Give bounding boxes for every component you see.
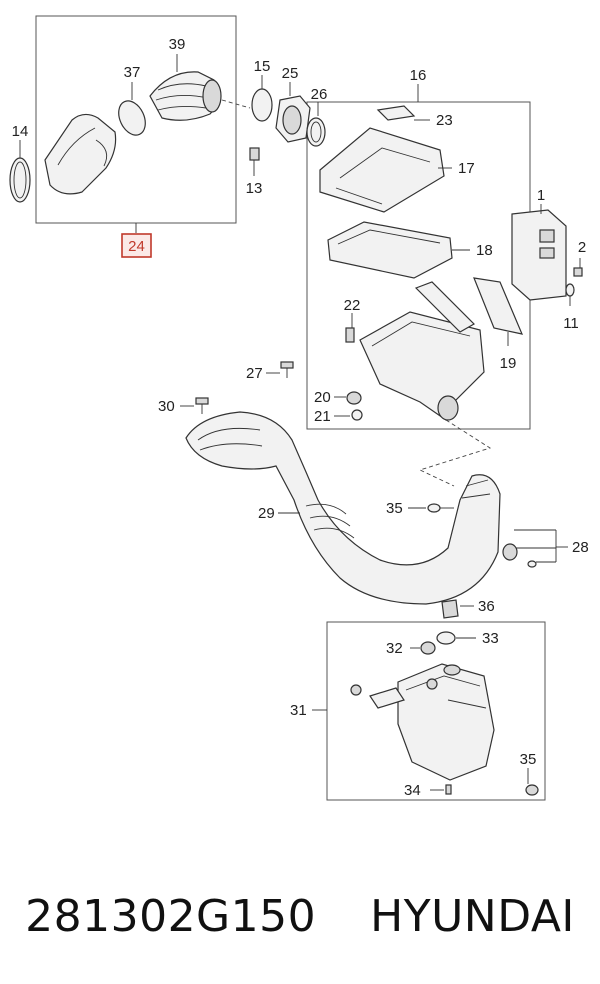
gasket-26 bbox=[306, 117, 326, 147]
bolt-35-lower bbox=[525, 784, 539, 796]
bushing-20 bbox=[346, 391, 362, 405]
clamp-37 bbox=[118, 100, 146, 136]
callout-1[interactable]: 1 bbox=[537, 187, 545, 204]
callout-25[interactable]: 25 bbox=[282, 65, 299, 82]
callout-23[interactable]: 23 bbox=[436, 112, 453, 129]
callout-14[interactable]: 14 bbox=[12, 123, 29, 140]
callout-17[interactable]: 17 bbox=[458, 160, 475, 177]
label-23 bbox=[376, 105, 416, 121]
callout-27[interactable]: 27 bbox=[246, 365, 263, 382]
mount-28 bbox=[502, 543, 518, 561]
bolt-30 bbox=[195, 397, 209, 405]
callout-18[interactable]: 18 bbox=[476, 242, 493, 259]
clip-34 bbox=[445, 784, 452, 795]
callout-29[interactable]: 29 bbox=[258, 505, 275, 522]
clip-22 bbox=[345, 327, 355, 343]
air-duct-29 bbox=[185, 411, 501, 605]
air-cleaner-cover-17 bbox=[319, 127, 445, 213]
washer-11 bbox=[565, 283, 575, 297]
callout-35-upper[interactable]: 35 bbox=[386, 500, 403, 517]
callout-33[interactable]: 33 bbox=[482, 630, 499, 647]
callout-22[interactable]: 22 bbox=[344, 297, 361, 314]
callout-13[interactable]: 13 bbox=[246, 180, 263, 197]
air-filter-18 bbox=[327, 221, 453, 279]
resonator-31 bbox=[397, 663, 495, 781]
callout-2[interactable]: 2 bbox=[578, 239, 586, 256]
grommet-32 bbox=[420, 641, 436, 655]
resonator-assembly-frame bbox=[326, 621, 546, 801]
ecm-bracket-1 bbox=[511, 209, 567, 301]
callout-31[interactable]: 31 bbox=[290, 702, 307, 719]
callout-30[interactable]: 30 bbox=[158, 398, 175, 415]
collar-21 bbox=[351, 409, 363, 421]
callout-11[interactable]: 11 bbox=[563, 315, 579, 332]
callout-24-box[interactable] bbox=[121, 233, 152, 258]
callout-24[interactable]: 24 bbox=[128, 238, 145, 255]
grommet-35-upper bbox=[427, 503, 441, 513]
brand-name: HYUNDAI bbox=[370, 890, 575, 942]
part-number: 281302G150 bbox=[25, 890, 317, 942]
callout-36[interactable]: 36 bbox=[478, 598, 495, 615]
callout-15[interactable]: 15 bbox=[254, 58, 271, 75]
seal-19 bbox=[473, 277, 524, 335]
clamp-14 bbox=[9, 157, 31, 203]
screw-13 bbox=[249, 147, 260, 161]
callout-16[interactable]: 16 bbox=[410, 67, 427, 84]
clamp-15 bbox=[251, 88, 273, 122]
callout-28[interactable]: 28 bbox=[572, 539, 589, 556]
air-duct-inlet bbox=[44, 113, 117, 195]
callout-19[interactable]: 19 bbox=[500, 355, 517, 372]
callout-26[interactable]: 26 bbox=[311, 86, 328, 103]
callout-39[interactable]: 39 bbox=[169, 36, 186, 53]
callout-32[interactable]: 32 bbox=[386, 640, 403, 657]
callout-20[interactable]: 20 bbox=[314, 389, 331, 406]
part-caption: 281302G150 HYUNDAI bbox=[0, 876, 600, 956]
cap-36 bbox=[441, 599, 459, 619]
callout-35-lower[interactable]: 35 bbox=[520, 751, 537, 768]
callout-37[interactable]: 37 bbox=[124, 64, 141, 81]
bolt-27 bbox=[280, 361, 294, 369]
callout-34[interactable]: 34 bbox=[404, 782, 421, 799]
parts-diagram: 24 14 37 39 15 25 13 26 16 23 17 bbox=[9, 15, 589, 801]
bolt-2 bbox=[573, 267, 583, 277]
cap-33 bbox=[436, 631, 456, 645]
callout-21[interactable]: 21 bbox=[314, 408, 331, 425]
